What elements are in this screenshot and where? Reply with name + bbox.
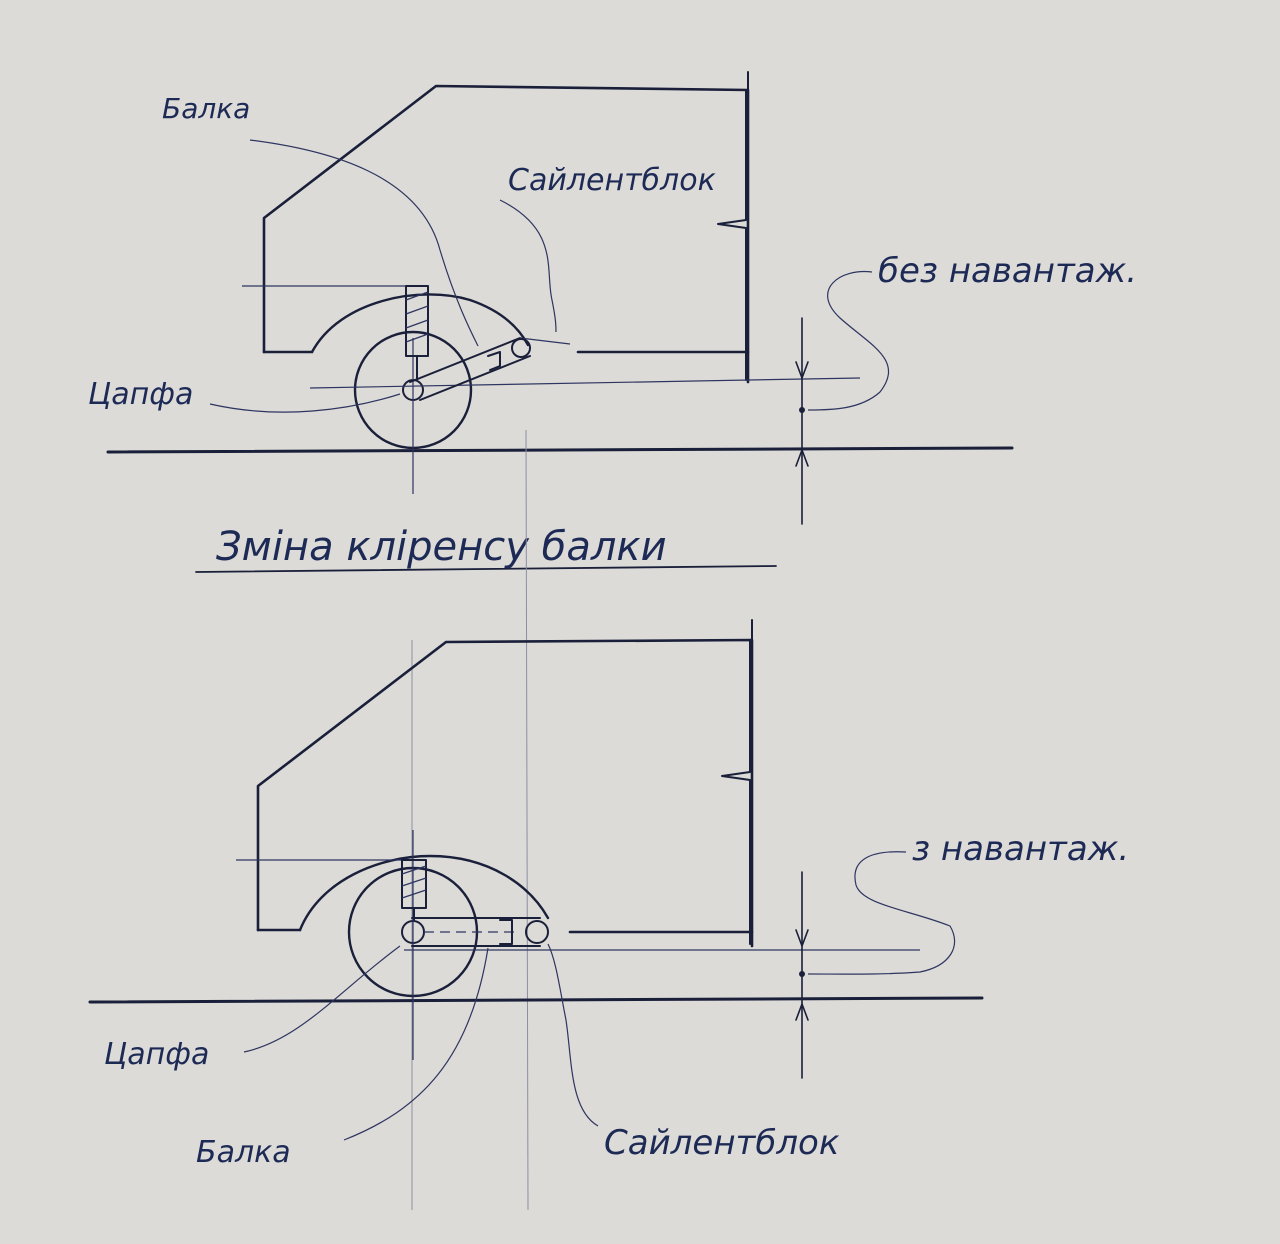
bottom-wheel-arch [298, 854, 550, 932]
bottom-label-pivot: Цапфа [104, 1037, 209, 1072]
title-underline [195, 565, 777, 573]
bottom-ground-line [88, 996, 984, 1004]
title-block: Зміна кліренсу балки [195, 524, 777, 573]
top-label-state: без навантаж. [878, 251, 1137, 291]
bottom-diagram: Цапфа Балка Сайлентблок з навантаж. [88, 619, 1129, 1170]
bottom-body-outline [256, 638, 754, 948]
top-wheel-arch [310, 293, 530, 354]
top-body-outline [262, 84, 750, 384]
top-label-beam: Балка [162, 92, 250, 125]
bottom-label-state: з навантаж. [912, 829, 1129, 869]
bottom-label-silentblock: Сайлентблок [604, 1123, 840, 1163]
top-label-pivot: Цапфа [88, 377, 193, 412]
diagram-title: Зміна кліренсу балки [216, 524, 667, 570]
bottom-height-dim [721, 639, 751, 945]
top-ground-line [106, 446, 1014, 454]
top-silentblock [487, 338, 531, 371]
top-beam [409, 337, 521, 383]
bottom-label-beam: Балка [196, 1135, 291, 1170]
top-label-silentblock: Сайлентблок [508, 163, 716, 198]
bottom-silentblock [499, 919, 549, 945]
top-diagram: Балка Сайлентблок Цапфа без навантаж. [88, 71, 1137, 525]
top-height-dim [717, 89, 747, 381]
